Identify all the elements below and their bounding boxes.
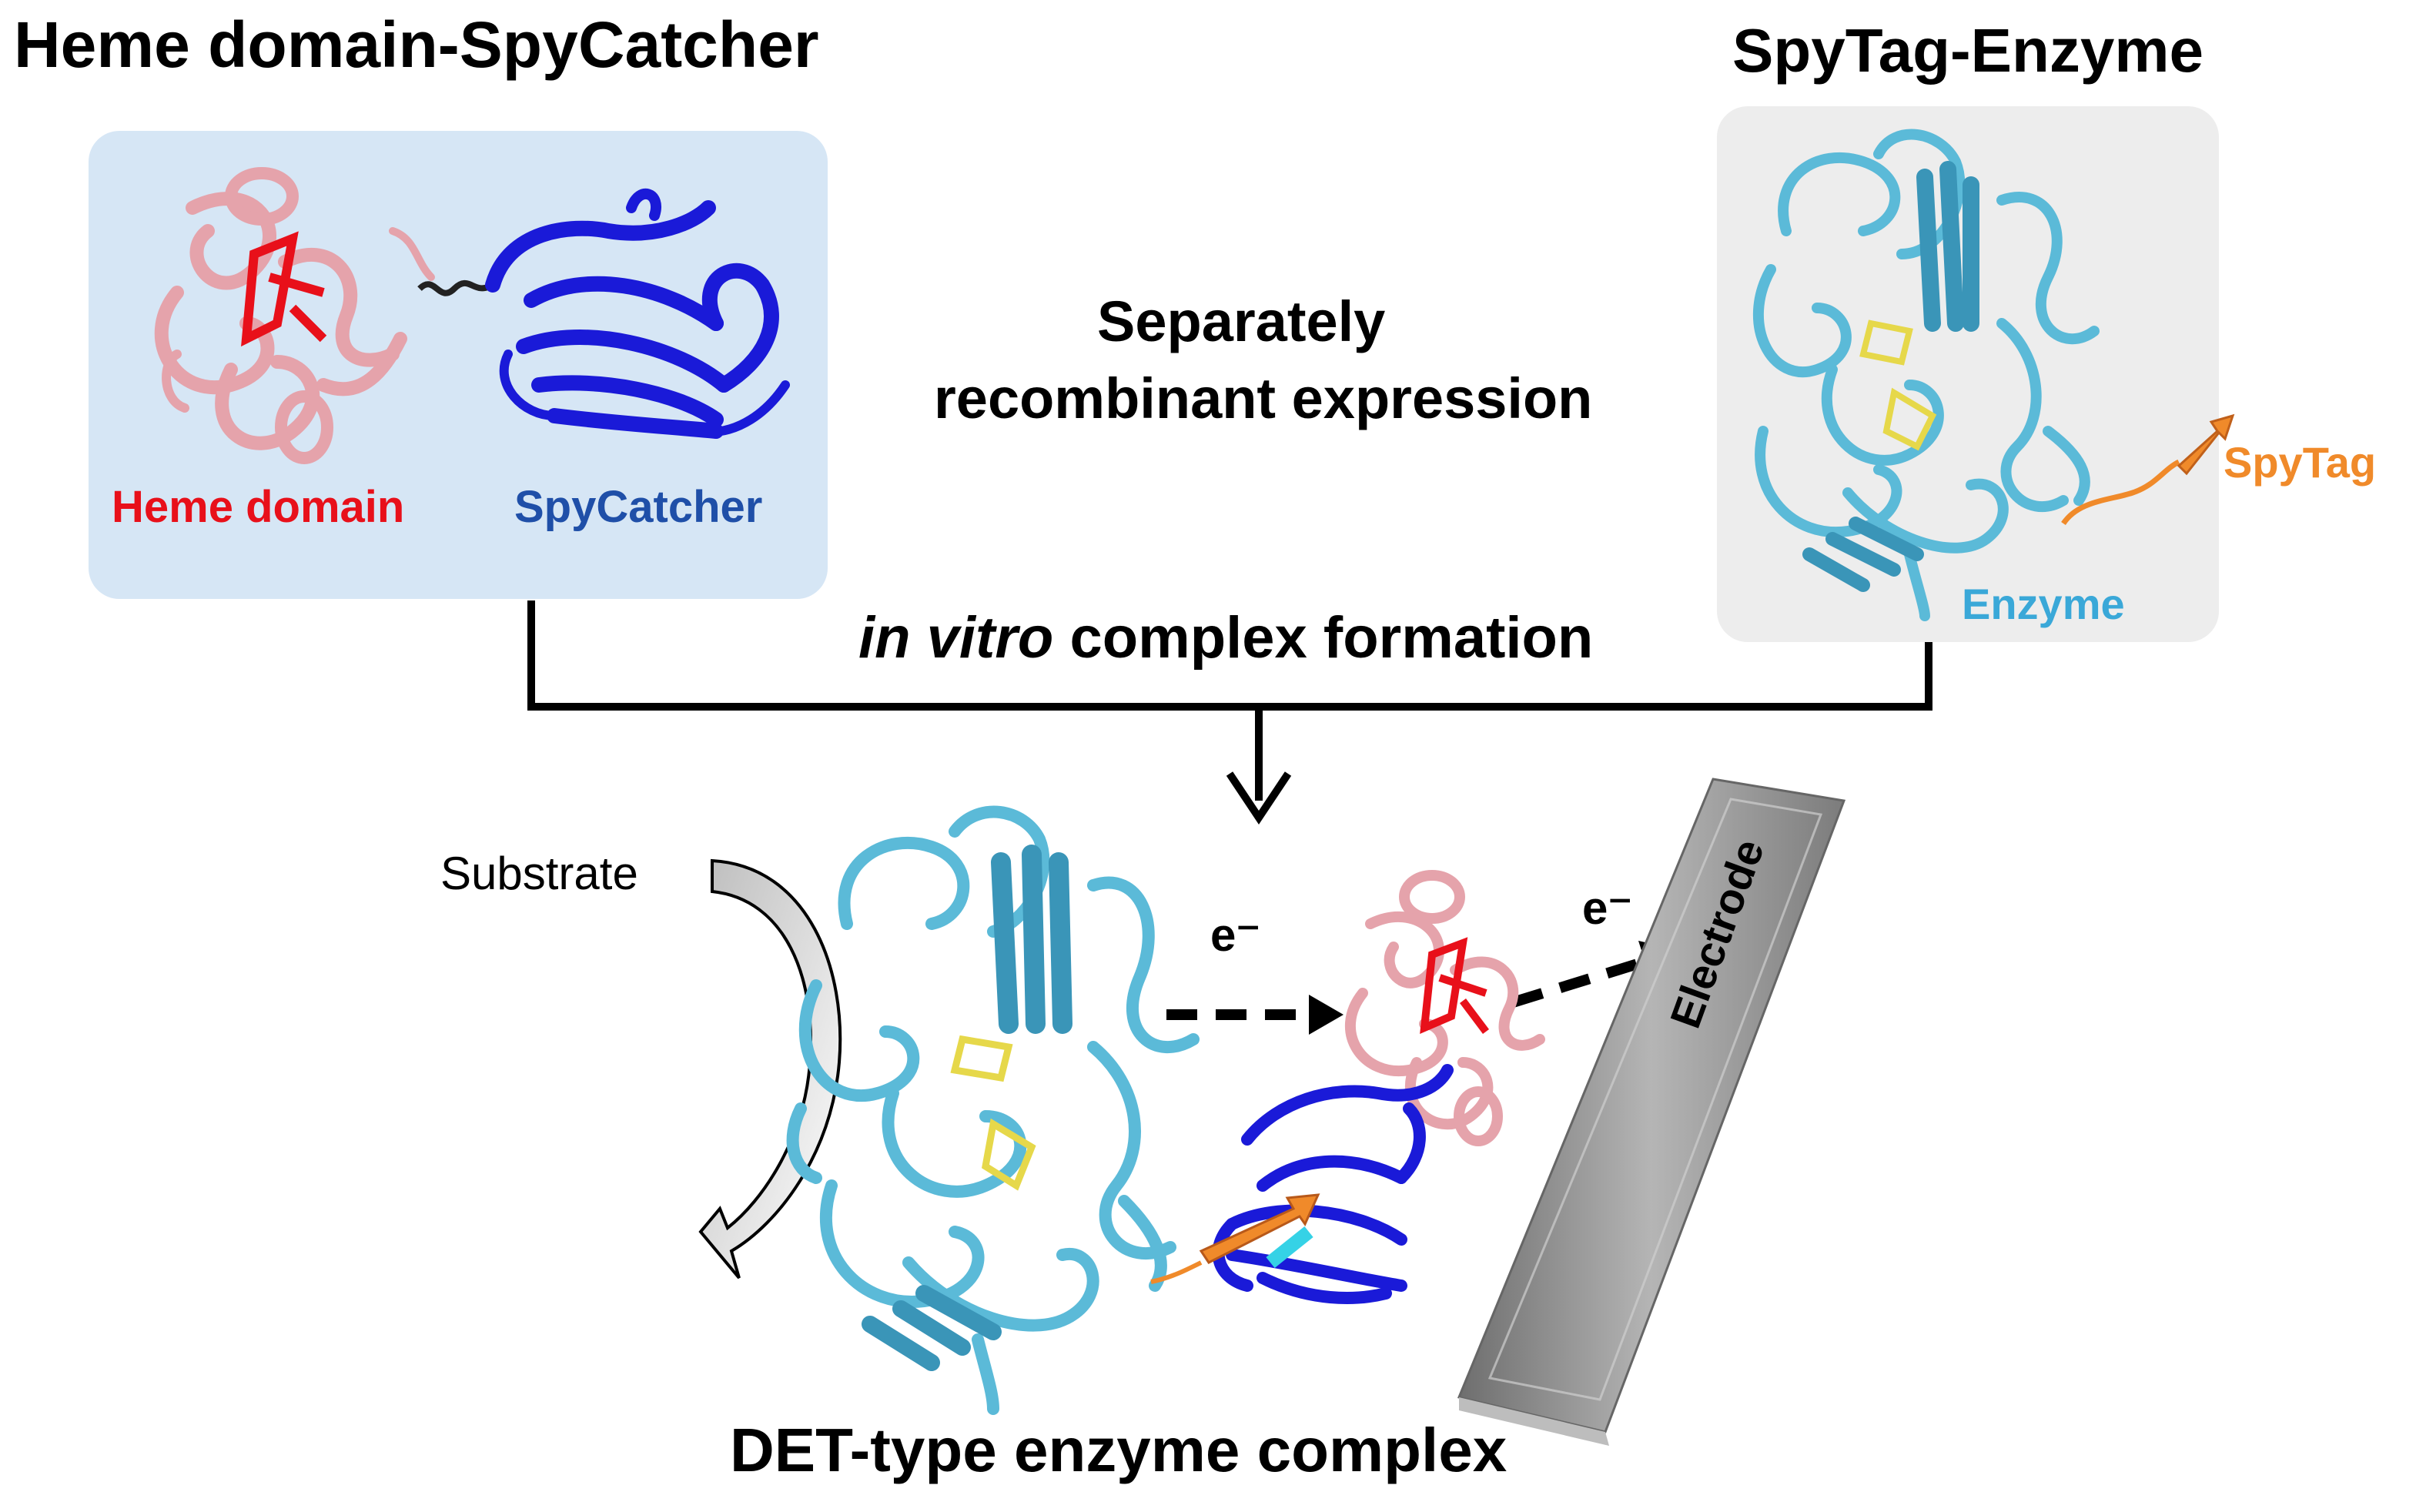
electron-label-1: e⁻ [1210,909,1261,961]
spytag-arrow-icon [2177,413,2235,476]
linker-icon [417,279,495,296]
spycatcher-label: SpyCatcher [514,482,763,532]
down-arrow-head [1226,771,1292,825]
complex-title: DET-type enzyme complex [730,1416,1507,1484]
spytag-enzyme-panel [1717,106,2219,642]
substrate-arrow [698,858,842,1280]
enzyme-structure-icon [1753,129,2100,621]
expression-label-line2: recombinant expression [934,366,1593,430]
complex-spytag-icon [1199,1193,1320,1264]
complex-spycatcher-icon [1212,1064,1454,1304]
electron-label-2: e⁻ [1582,882,1633,934]
complex-heme-domain-icon [1344,870,1545,1146]
formation-italic-label: in vitro [858,605,1054,671]
spytag-enzyme-title: SpyTag-Enzyme [1732,16,2204,85]
complex-heme-cofactor-icon [1420,937,1489,1034]
combine-bracket [527,600,1932,711]
cofactor-icon [1859,319,1937,451]
electrode-icon [1457,778,1846,1446]
spytag-label: SpyTag [2224,438,2377,487]
formation-label: in vitro complex formation [858,604,1593,671]
expression-label-line1: Separately [1097,289,1386,353]
spycatcher-structure-icon [485,188,790,439]
spytag-linker-icon [2061,459,2180,526]
complex-enzyme-structure-icon [786,805,1200,1415]
heme-spycatcher-title: Heme domain-SpyCatcher [14,8,819,81]
substrate-label: Substrate [440,848,638,899]
complex-cofactor-icon [950,1035,1036,1191]
heme-domain-label: Heme domain [112,482,405,532]
electron-transfer-arrow-2 [1511,955,1650,1008]
complex-linker-icon [1150,1260,1203,1284]
complex-cyan-strand-icon [1266,1226,1313,1269]
enzyme-label: Enzyme [1962,580,2125,628]
electron-transfer-arrow-1-head [1309,995,1344,1035]
formation-rest-label: complex formation [1053,605,1594,671]
heme-cofactor-icon [241,231,327,347]
